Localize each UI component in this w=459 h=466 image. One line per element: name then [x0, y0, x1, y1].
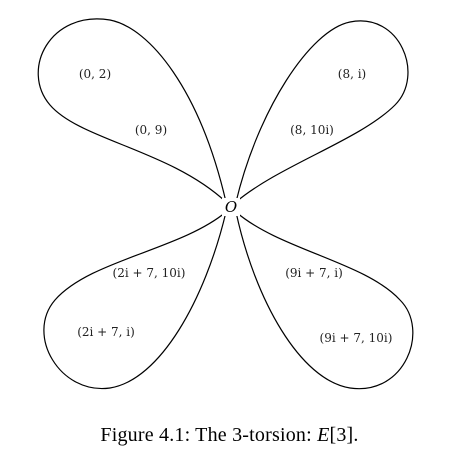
label-inner-top-right: (8, 10i) [290, 123, 334, 137]
petal-top-right [234, 20, 409, 204]
label-inner-bottom-left: (2i + 7, 10i) [113, 266, 186, 280]
origin-label: O [225, 198, 237, 216]
label-outer-bottom-left: (2i + 7, i) [77, 325, 135, 339]
label-inner-top-left: (0, 9) [135, 123, 167, 137]
label-inner-bottom-right: (9i + 7, i) [285, 266, 343, 280]
petal-bottom-left [43, 210, 227, 390]
caption-variable: E [317, 424, 330, 446]
caption-suffix: [3]. [329, 424, 359, 446]
torsion-diagram: O (0, 2) (0, 9) (8, i) (8, 10i) (2i + 7,… [37, 18, 414, 390]
petal-bottom-right [235, 210, 414, 390]
label-outer-top-left: (0, 2) [79, 67, 111, 81]
petal-top-left [37, 18, 228, 204]
origin-mask [222, 198, 240, 216]
figure-caption: Figure 4.1: The 3-torsion: E[3]. [0, 424, 459, 447]
caption-prefix: Figure 4.1: The 3-torsion: [100, 424, 318, 446]
label-outer-top-right: (8, i) [338, 67, 366, 81]
label-outer-bottom-right: (9i + 7, 10i) [320, 331, 393, 345]
